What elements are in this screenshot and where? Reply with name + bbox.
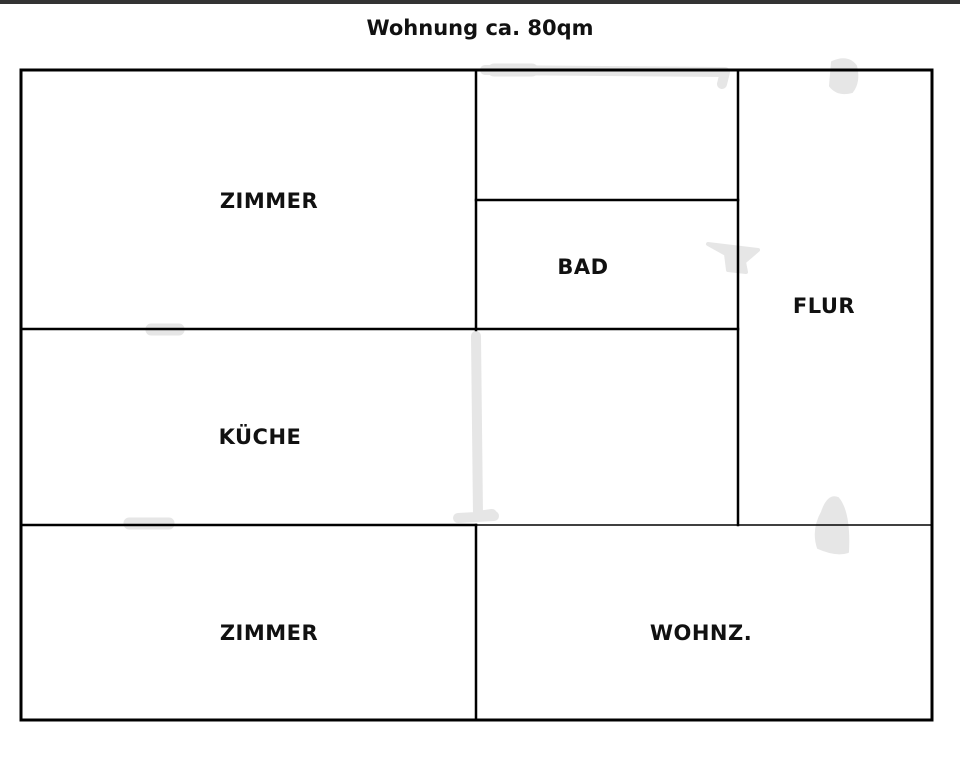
room-label-zimmer-top: ZIMMER bbox=[220, 189, 318, 213]
room-label-flur: FLUR bbox=[793, 294, 855, 318]
room-label-bad: BAD bbox=[557, 255, 608, 279]
door-mark-kueche-zimmer bbox=[123, 517, 175, 530]
door-mark-bathroom bbox=[706, 242, 760, 274]
window-top-bar bbox=[0, 0, 960, 4]
walls bbox=[19, 68, 934, 722]
door-marks bbox=[123, 58, 859, 555]
room-label-kueche: KÜCHE bbox=[219, 424, 302, 449]
door-mark-entrance bbox=[829, 58, 859, 95]
plan-title: Wohnung ca. 80qm bbox=[366, 16, 594, 40]
room-label-zimmer-bottom: ZIMMER bbox=[220, 621, 318, 645]
room-labels: ZIMMER BAD FLUR KÜCHE ZIMMER WOHNZ. bbox=[219, 189, 855, 645]
door-mark-hallway-wall bbox=[453, 331, 499, 523]
room-label-wohnzimmer: WOHNZ. bbox=[650, 621, 752, 645]
